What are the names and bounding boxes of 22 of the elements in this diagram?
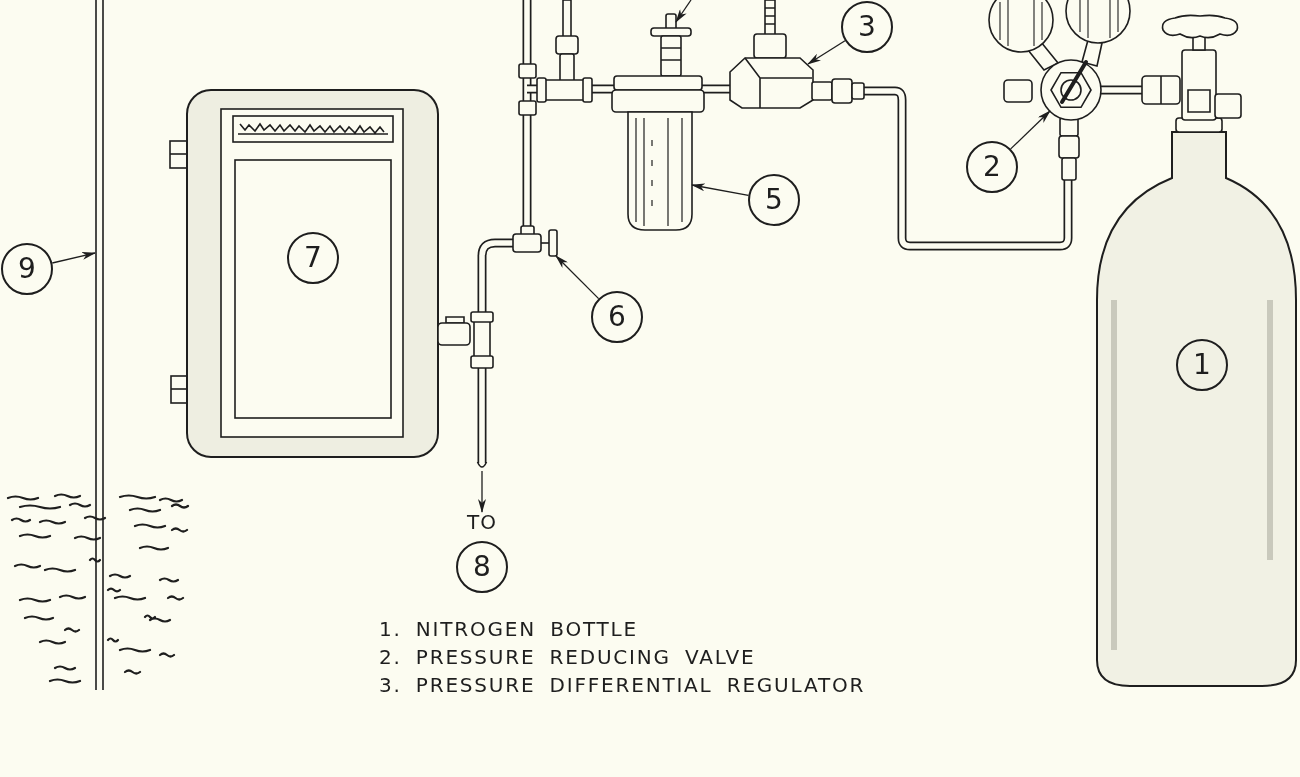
valve — [512, 225, 558, 257]
leader-arrow — [555, 255, 600, 300]
callout-number: 3 — [841, 1, 893, 53]
leader-arrow — [807, 40, 846, 65]
leader-arrow — [675, 0, 692, 23]
leader-arrow — [51, 252, 96, 264]
leader-arrow — [691, 183, 750, 196]
callout-number: 7 — [287, 232, 339, 284]
callout-number: 6 — [591, 291, 643, 343]
parts-list-entry: 1. NITROGEN BOTTLE — [379, 618, 638, 640]
callout-number: 1 — [1176, 339, 1228, 391]
callout-text: TO — [467, 512, 497, 532]
leader-arrow — [1010, 110, 1051, 150]
callout-number: 9 — [1, 243, 53, 295]
callout-number: 5 — [748, 174, 800, 226]
parts-list-entry: 2. PRESSURE REDUCING VALVE — [379, 646, 756, 668]
filter — [611, 13, 705, 231]
callout-number: 2 — [966, 141, 1018, 193]
flow-arrow — [478, 470, 486, 513]
parts-list-entry: 3. PRESSURE DIFFERENTIAL REGULATOR — [379, 674, 866, 696]
callout-number: 8 — [456, 541, 508, 593]
vertical-pipe — [95, 0, 104, 691]
